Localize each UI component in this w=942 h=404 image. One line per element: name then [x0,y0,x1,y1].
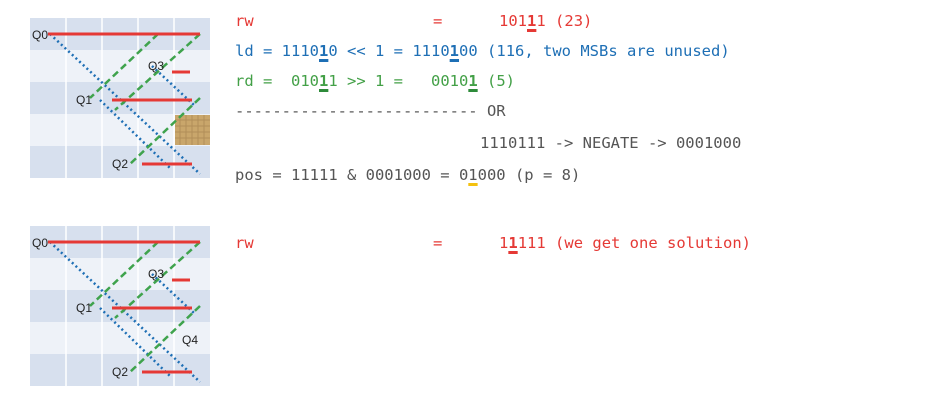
label-q0: Q0 [32,28,48,42]
negate-line: 1110111 -> NEGATE -> 0001000 [480,134,742,152]
label-q0: Q0 [32,236,48,250]
label-q1: Q1 [76,301,92,315]
blocked-cell-texture [175,115,210,145]
diagonal-blue-1 [49,241,201,383]
chessboard-diagram-1: Q0 Q3 Q1 Q2 [30,18,210,178]
rd-line: rd = 01011 >> 1 = 00101 (5) [235,72,516,90]
rw-line: rw = 11111 (we get one solution) [235,232,751,254]
rw-line: rw = 10111 (23) [235,10,592,32]
diagonal-blue-3 [99,307,171,377]
or-separator: -------------------------- OR [235,102,506,120]
rw-eq: = [433,12,443,30]
antidiagonal-green-1 [114,33,201,111]
rw-eq: = [433,234,443,252]
label-q3: Q3 [148,267,164,281]
diagonal-blue-1 [49,33,201,175]
antidiagonal-green-2 [89,33,159,99]
rw-value: 10111 (23) [499,12,593,30]
label-q3: Q3 [148,59,164,73]
label-q2: Q2 [112,157,128,171]
antidiagonal-green-2 [89,241,159,307]
diagonal-blue-3 [99,99,171,169]
board-rows [30,226,210,386]
bitmask-calculation-block-2: rw = 11111 (we get one solution) [235,232,935,262]
chessboard-diagram-2: Q0 Q3 Q1 Q4 Q2 [30,226,210,386]
rw-name: rw [235,234,254,252]
label-q1: Q1 [76,93,92,107]
bitmask-calculation-block-1: rw = 10111 (23) ld = 111010 << 1 = 1110100… [235,10,935,190]
pos-line: pos = 11111 & 0001000 = 01000 (p = 8) [235,166,581,184]
rw-value: 11111 (we get one solution) [499,234,751,252]
antidiagonal-green-3 [129,305,201,373]
ld-line: ld = 111010 << 1 = 1110100 (116, two MSB… [235,42,730,60]
antidiagonal-green-3 [129,97,201,165]
antidiagonal-green-1 [114,241,201,319]
rw-name: rw [235,12,254,30]
label-q4: Q4 [182,333,198,347]
label-q2: Q2 [112,365,128,379]
